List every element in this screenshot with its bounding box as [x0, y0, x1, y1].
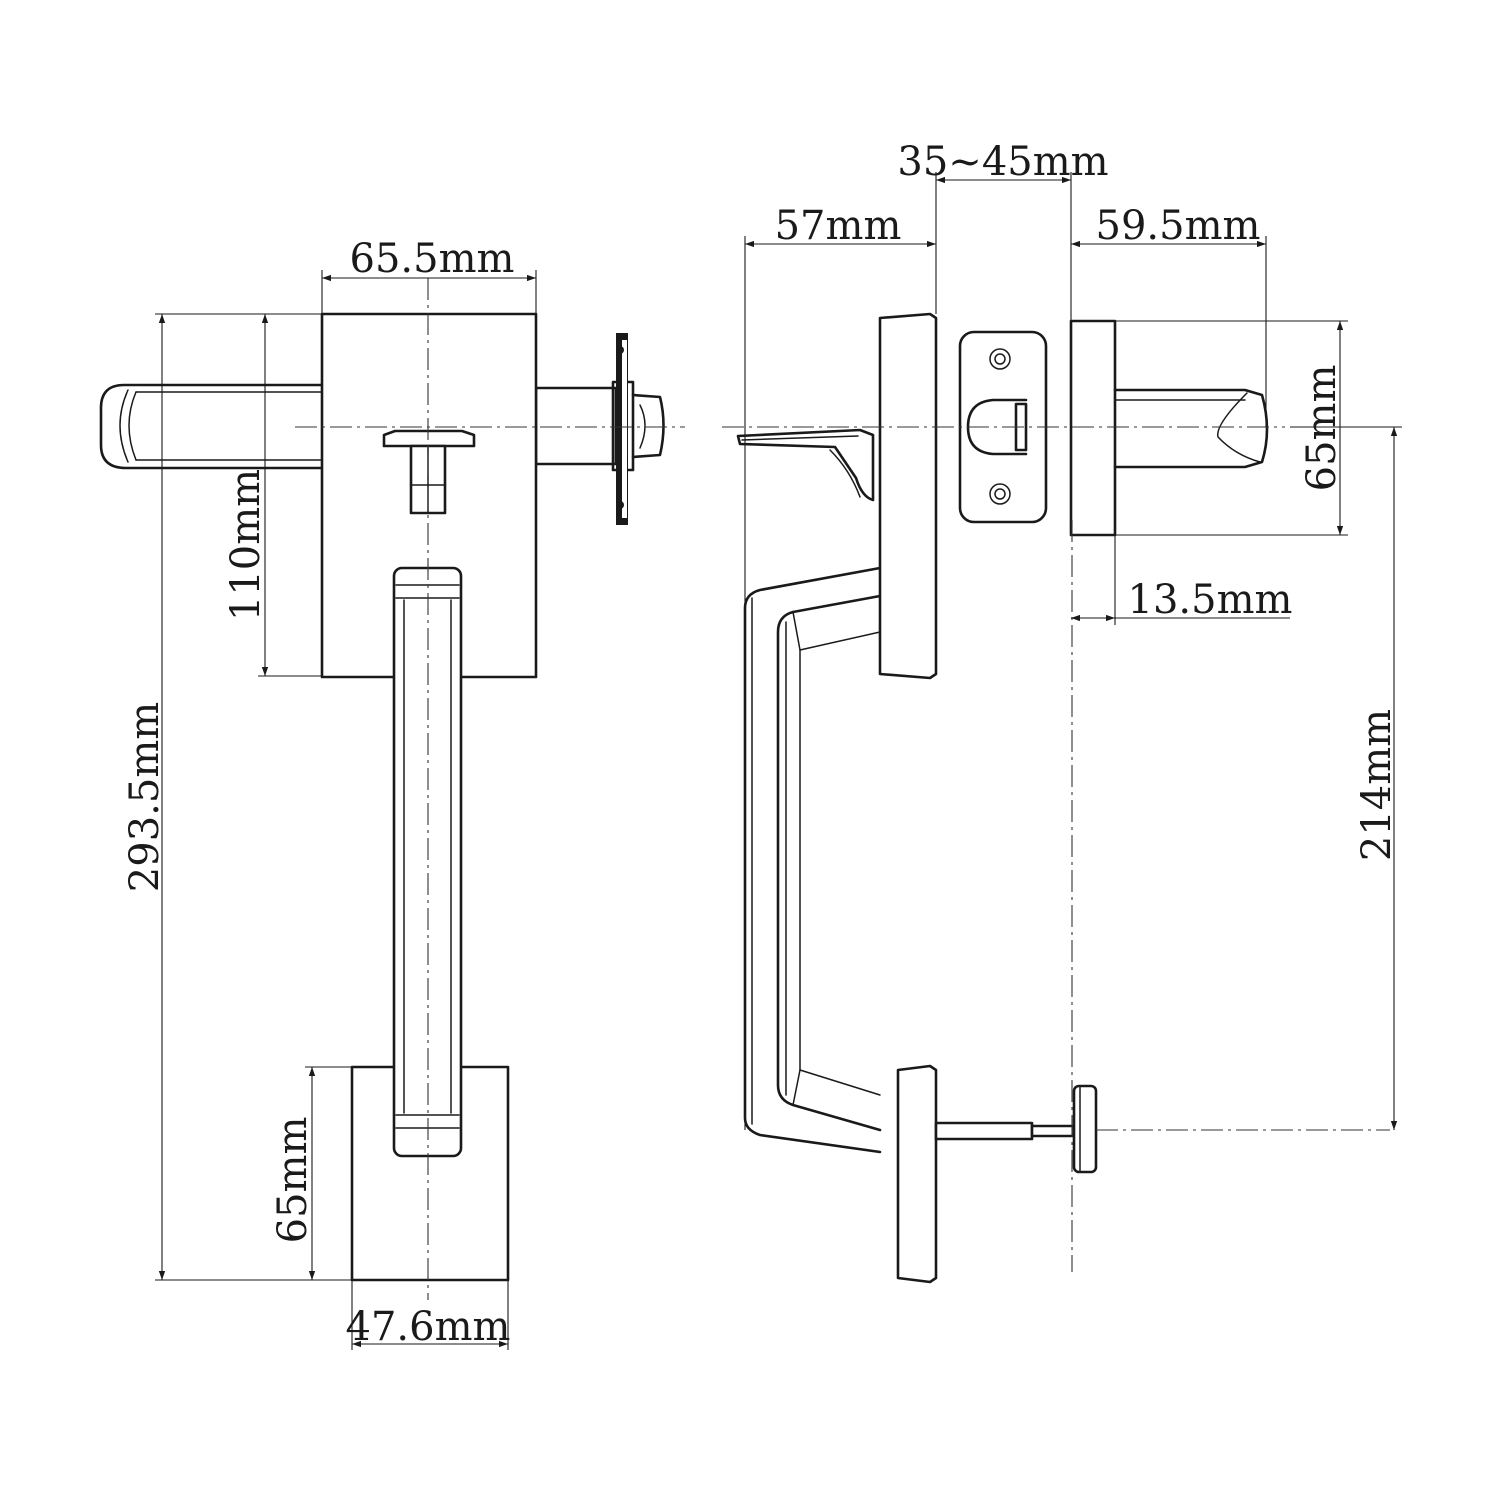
dim-label-lever-to-thumbturn: 214mm	[1354, 709, 1400, 861]
side-thumbturn	[934, 1084, 1098, 1174]
side-outer-plate	[878, 312, 938, 680]
dim-door-thickness: 35~45mm	[897, 139, 1109, 321]
side-inner-rose	[1069, 319, 1117, 537]
dim-label-lever-offset-height: 110mm	[223, 469, 269, 621]
dim-label-bottom-plate-height: 65mm	[270, 1117, 316, 1244]
dim-label-bottom-plate-width: 47.6mm	[346, 1304, 511, 1350]
dim-label-door-thickness: 35~45mm	[897, 139, 1108, 185]
dim-inner-rose-diameter: 65mm	[1115, 320, 1348, 536]
dim-label-inner-rose-diameter: 65mm	[1299, 365, 1345, 492]
side-view: 35~45mm 57mm 59.5mm 65mm 13.5mm	[722, 139, 1402, 1284]
dim-bottom-plate-height: 65mm	[270, 1066, 352, 1280]
front-latch-assembly	[534, 333, 665, 525]
side-grip	[743, 566, 882, 1154]
dim-rose-thickness: 13.5mm	[1071, 535, 1292, 625]
dim-overall-height: 293.5mm	[122, 313, 352, 1281]
dim-label-rose-thickness: 13.5mm	[1128, 577, 1293, 623]
front-lever	[99, 383, 324, 470]
side-lower-plate	[896, 1064, 938, 1284]
dim-label-overall-height: 293.5mm	[122, 702, 168, 892]
dim-front-plate-width: 65.5mm	[321, 236, 537, 314]
dim-lever-offset-height: 110mm	[223, 313, 322, 677]
dim-label-inner-lever-projection: 59.5mm	[1096, 203, 1261, 249]
dim-outer-projection: 57mm	[744, 203, 936, 1130]
dim-lever-to-thumbturn: 214mm	[1290, 426, 1402, 1130]
front-view: 65.5mm 110mm 293.5mm 65mm 47.6mm	[99, 236, 685, 1350]
side-inner-lever	[1113, 388, 1269, 469]
side-thumb-lever	[736, 428, 875, 502]
dim-bottom-plate-width: 47.6mm	[346, 1280, 511, 1350]
dim-label-front-plate-width: 65.5mm	[350, 236, 515, 282]
dim-label-outer-projection: 57mm	[775, 203, 902, 249]
dim-inner-lever-projection: 59.5mm	[1071, 203, 1267, 427]
